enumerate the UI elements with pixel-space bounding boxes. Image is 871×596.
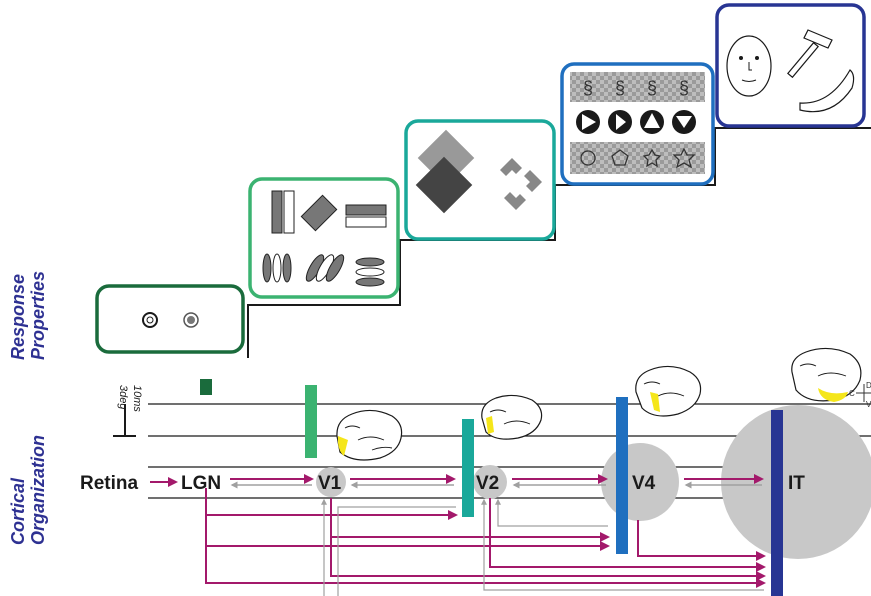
lgn-latency-bar — [200, 379, 212, 395]
it-latency-bar — [771, 410, 783, 596]
v2-latency-bar — [462, 419, 474, 517]
scale-bar: 10ms 3deg — [113, 385, 143, 437]
orientation-compass: D V C — [849, 381, 871, 409]
area-label-lgn: LGN — [181, 473, 221, 494]
stimulus-panel-it — [715, 3, 866, 128]
svg-text:§: § — [615, 78, 625, 98]
brain-icon-v1 — [336, 409, 403, 461]
brain-icon-v4 — [635, 365, 702, 417]
cortical-organization-label-1: Cortical — [8, 477, 28, 545]
brain-icon-it — [791, 347, 862, 402]
area-label-v4: V4 — [632, 473, 656, 494]
v4-latency-bar — [616, 397, 628, 554]
staircase-outline — [247, 127, 871, 358]
brain-icon-v2 — [481, 394, 543, 440]
compass-dorsal-label: D — [866, 381, 871, 390]
svg-text:§: § — [647, 78, 657, 98]
area-label-it: IT — [788, 473, 805, 494]
scale-time-label: 10ms — [131, 385, 143, 412]
it-receptive-field-circle — [721, 405, 871, 559]
response-properties-label-1: Response — [8, 274, 28, 360]
stimulus-panel-v2 — [404, 119, 556, 241]
pathway-arrows — [150, 474, 766, 596]
area-label-v1: V1 — [318, 473, 342, 494]
stimulus-panel-v1 — [248, 177, 400, 299]
compass-caudal-label: C — [849, 389, 855, 398]
stimulus-panel-v4: § § § § — [560, 62, 715, 186]
v2-receptive-field-circle — [473, 465, 507, 499]
stimulus-panel-lgn — [95, 284, 245, 354]
area-label-retina: Retina — [80, 473, 139, 494]
v1-latency-bar — [305, 385, 317, 458]
v1-receptive-field-circle — [316, 467, 346, 497]
scale-space-label: 3deg — [117, 385, 129, 410]
svg-text:§: § — [679, 78, 689, 98]
cortical-organization-label-2: Organization — [28, 435, 48, 545]
area-label-v2: V2 — [476, 473, 499, 494]
response-properties-label-2: Properties — [28, 271, 48, 360]
svg-text:§: § — [583, 78, 593, 98]
compass-ventral-label: V — [866, 400, 871, 409]
